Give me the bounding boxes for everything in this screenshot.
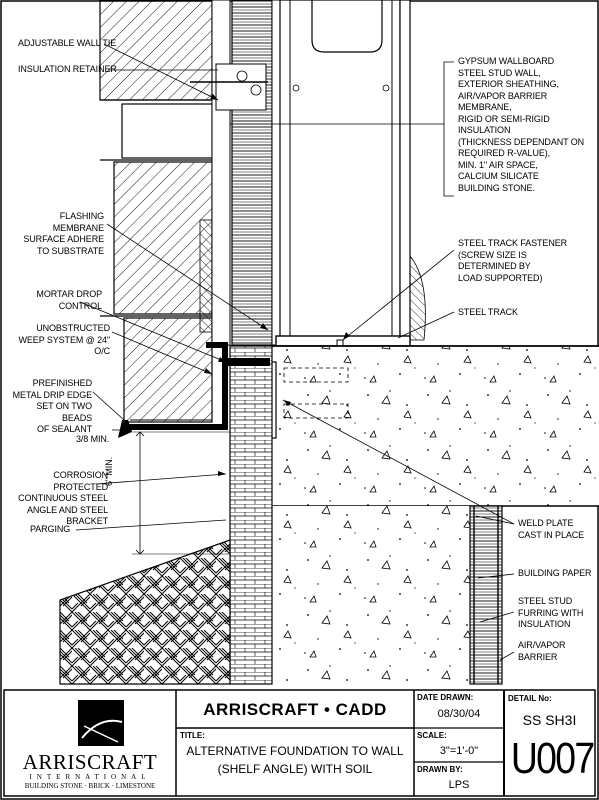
callout-steel-stud-furring: STEEL STUD FURRING WITH INSULATION (518, 596, 584, 629)
concrete-foundation (230, 345, 599, 684)
brick-wall (229, 345, 273, 685)
dimension-6-min (112, 429, 230, 555)
dimension-label: 6" MIN. (104, 457, 114, 486)
logo-sub: INTERNATIONAL (29, 773, 151, 781)
company-name: ARRISCRAFT • CADD (203, 700, 387, 719)
title-block (3, 689, 596, 797)
callout-adjustable-wall-tie: ADJUSTABLE WALL TIE (18, 38, 117, 48)
callout-wall-assembly: GYPSUM WALLBOARD STEEL STUD WALL, EXTERI… (458, 56, 585, 193)
callout-steel-angle: CORROSION PROTECTED CONTINUOUS STEEL ANG… (18, 470, 108, 526)
soil (59, 539, 231, 685)
title-label: TITLE: (180, 731, 205, 740)
callout-parging: PARGING (30, 524, 71, 534)
scale-label: SCALE: (417, 731, 447, 740)
callout-flashing-membrane: FLASHING MEMBRANE SURFACE ADHERE TO SUBS… (23, 211, 104, 256)
arriscraft-logo (78, 700, 124, 746)
callout-air-vapor-barrier: AIR/VAPOR BARRIER (518, 640, 566, 662)
drawing-title-line-1: ALTERNATIVE FOUNDATION TO WALL (186, 744, 404, 758)
shelf-angle (118, 330, 270, 438)
callout-weep-system: UNOBSTRUCTED WEEP SYSTEM @ 24" O/C (18, 323, 111, 356)
interior-furring (469, 505, 503, 685)
date-label: DATE DRAWN: (417, 693, 474, 702)
date-value: 08/30/04 (437, 708, 481, 720)
leaders-left (75, 43, 269, 531)
callout-steel-track-fastener: STEEL TRACK FASTENER (SCREW SIZE IS DETE… (458, 238, 568, 283)
logo-name: ARRISCRAFT (22, 750, 158, 774)
callout-insulation-retainer: INSULATION RETAINER (18, 64, 117, 74)
scale-value: 3"=1'-0" (439, 745, 479, 757)
drawing-title-line-2: (SHELF ANGLE) WITH SOIL (217, 762, 373, 776)
detail-code: U007 (510, 734, 595, 783)
callout-mortar-drop-control: MORTAR DROP CONTROL (36, 289, 102, 311)
rigid-insulation (190, 0, 273, 346)
drawn-by-label: DRAWN BY: (417, 765, 463, 774)
detail-number: SS SH3I (522, 712, 577, 728)
callout-drip-edge: PREFINISHED METAL DRIP EDGE SET ON TWO B… (12, 378, 92, 434)
steel-stud-wall (271, 0, 426, 383)
logo-tagline: BUILDING STONE · BRICK · LIMESTONE (24, 782, 156, 790)
detail-label: DETAIL No: (508, 694, 552, 703)
callout-steel-track: STEEL TRACK (458, 307, 518, 317)
callout-3-8-min: 3/8 MIN. (76, 434, 110, 444)
leaders-right (230, 61, 515, 661)
drawn-by-value: LPS (448, 779, 470, 791)
callout-weld-plate: WELD PLATE CAST IN PLACE (518, 518, 585, 540)
callout-building-paper: BUILDING PAPER (518, 568, 592, 578)
stone-veneer (99, 0, 229, 423)
